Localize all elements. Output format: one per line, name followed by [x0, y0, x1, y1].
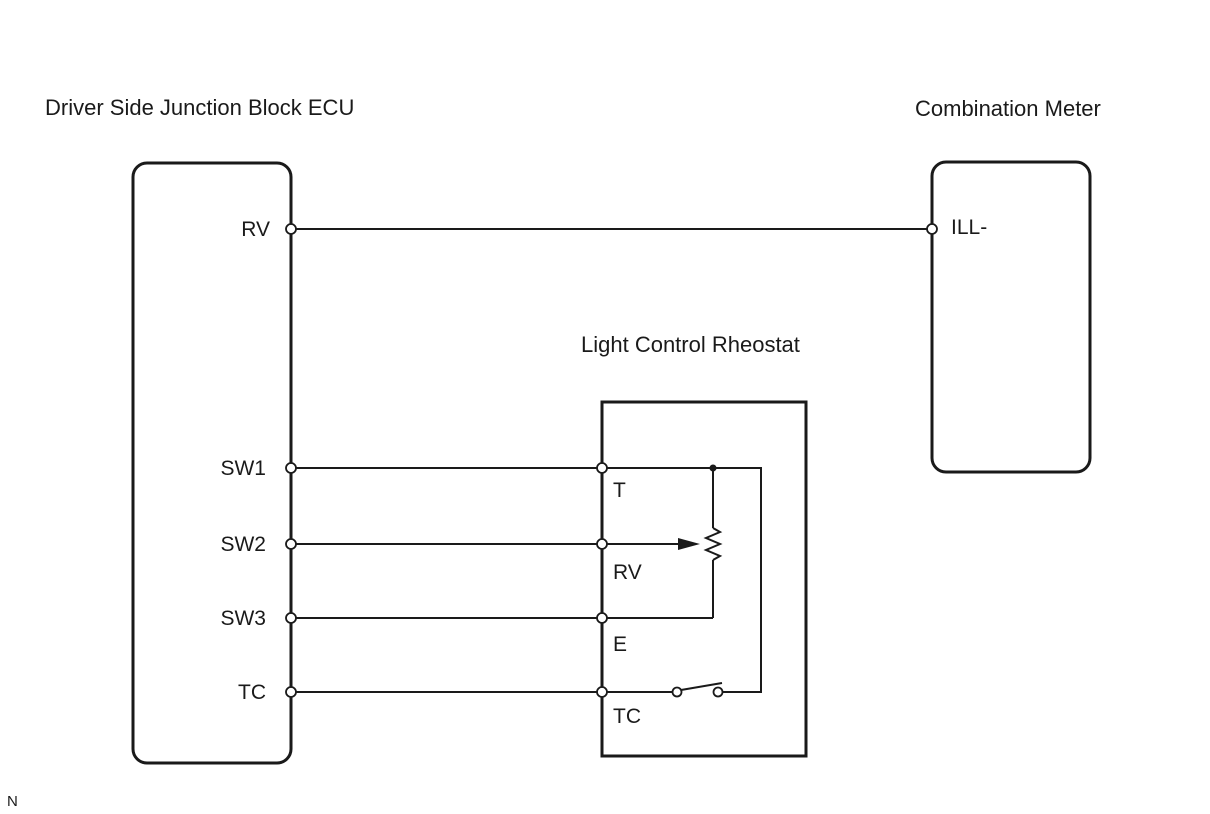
footer-code: N: [7, 793, 18, 810]
terminal-ecu-tc: [285, 686, 297, 698]
ecu-pin-sw3: SW3: [220, 607, 266, 630]
terminal-ecu-sw1: [285, 462, 297, 474]
terminal-meter-ill: [926, 223, 938, 235]
switch-blade-icon: [680, 682, 723, 691]
switch-contact-right: [712, 686, 724, 698]
wiper-arrow-icon: [678, 538, 700, 550]
meter-pin-ill: ILL-: [951, 216, 987, 239]
rheostat-pin-rv: RV: [613, 561, 642, 584]
ecu-pin-rv: RV: [241, 218, 270, 241]
switch-contact-left: [671, 686, 683, 698]
ecu-pin-sw1: SW1: [220, 457, 266, 480]
meter-block: [930, 160, 1092, 474]
ecu-title: Driver Side Junction Block ECU: [45, 95, 354, 120]
terminal-ecu-sw3: [285, 612, 297, 624]
rheostat-title: Light Control Rheostat: [581, 332, 800, 357]
junction-dot: [709, 464, 717, 472]
ecu-pin-tc: TC: [238, 681, 266, 704]
terminal-rheostat-tc: [596, 686, 608, 698]
terminal-rheostat-t: [596, 462, 608, 474]
terminal-rheostat-rv: [596, 538, 608, 550]
rheostat-pin-tc: TC: [613, 705, 641, 728]
resistor-icon: [703, 527, 723, 561]
ecu-block: [131, 161, 293, 765]
ecu-pin-sw2: SW2: [220, 533, 266, 556]
rheostat-pin-e: E: [613, 633, 627, 656]
internal-t-line: [602, 467, 762, 693]
terminal-ecu-sw2: [285, 538, 297, 550]
terminal-ecu-rv: [285, 223, 297, 235]
meter-title: Combination Meter: [915, 96, 1101, 121]
rheostat-pin-t: T: [613, 479, 626, 502]
rheostat-block: [600, 400, 808, 758]
terminal-rheostat-e: [596, 612, 608, 624]
